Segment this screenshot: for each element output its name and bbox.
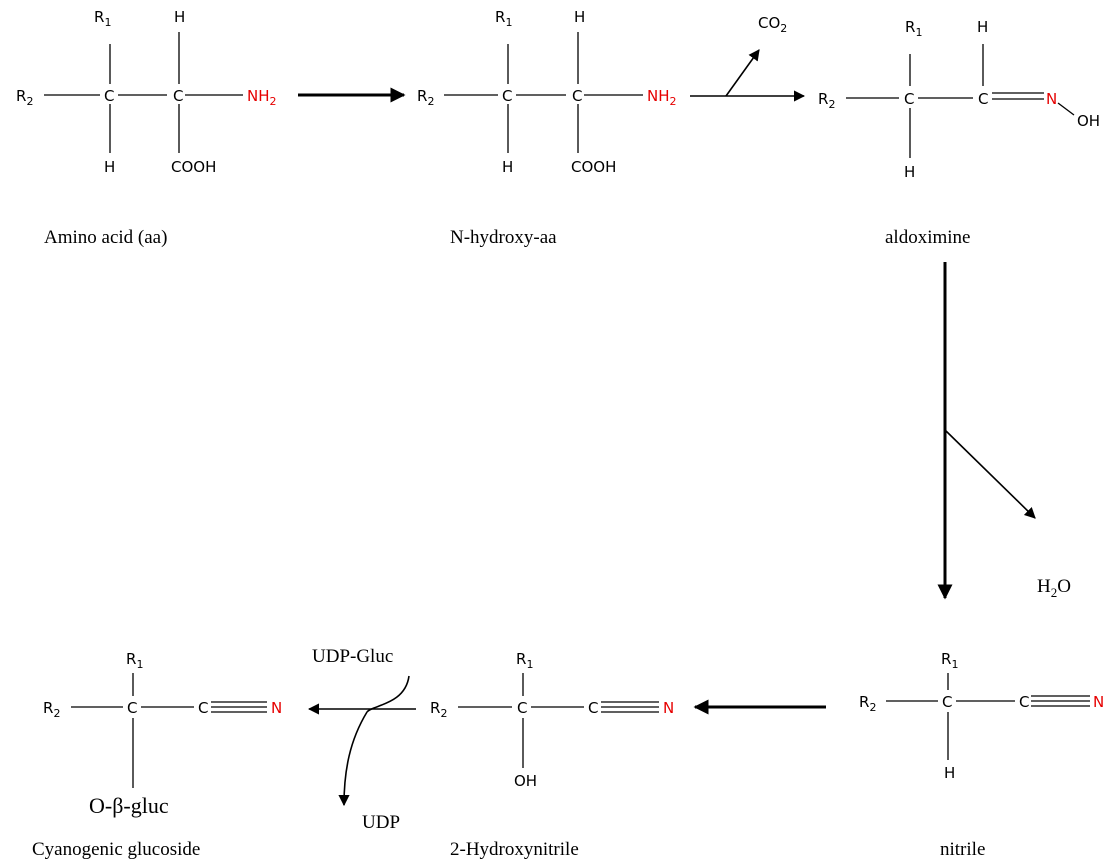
h-label: H (502, 158, 513, 176)
n-hydroxy-aa-structure: R1 H R2 C C NH2 H COOH (417, 8, 677, 176)
h-label: H (174, 8, 185, 26)
h-label: H (574, 8, 585, 26)
co2-label: CO2 (758, 14, 787, 35)
carbon-label: C (904, 90, 914, 108)
carboxyl-label: COOH (571, 158, 616, 176)
arrow-h2o-release (944, 429, 1036, 519)
r2-label: R2 (818, 90, 835, 111)
amine-label: NH2 (647, 87, 677, 108)
nitrogen-label: N (1046, 90, 1057, 108)
arrow-udp-release (338, 711, 368, 807)
h2o-label: H2O (1037, 576, 1071, 600)
nitrile-caption: nitrile (940, 839, 985, 860)
r1-label: R1 (941, 650, 958, 671)
cyanogenic-glucoside-structure: R1 R2 C C N O-β-gluc (43, 650, 282, 818)
r2-label: R2 (417, 87, 434, 108)
amino-acid-caption: Amino acid (aa) (44, 227, 167, 248)
r2-label: R2 (16, 87, 33, 108)
amine-label: NH2 (247, 87, 277, 108)
hydroxyl-label: OH (514, 772, 537, 790)
carbon-label: C (978, 90, 988, 108)
carbon-label: C (198, 699, 208, 717)
carbon-label: C (572, 87, 582, 105)
hydroxyl-label: OH (1077, 112, 1100, 130)
nitrile-structure: R1 R2 C C N H (859, 650, 1104, 782)
carbon-label: C (1019, 693, 1029, 711)
carbon-label: C (173, 87, 183, 105)
hydroxynitrile-caption: 2-Hydroxynitrile (450, 839, 579, 860)
nitrogen-label: N (1093, 693, 1104, 711)
nitrogen-label: N (271, 699, 282, 717)
glucoside-substituent-label: O-β-gluc (89, 793, 169, 818)
r1-label: R1 (126, 650, 143, 671)
carbon-label: C (588, 699, 598, 717)
r2-label: R2 (43, 699, 60, 720)
aldoximine-structure: R1 H R2 C C N OH H (818, 18, 1100, 181)
carbon-label: C (942, 693, 952, 711)
r2-label: R2 (859, 693, 876, 714)
h-label: H (944, 764, 955, 782)
n-hydroxy-aa-caption: N-hydroxy-aa (450, 227, 557, 248)
carbon-label: C (127, 699, 137, 717)
carbon-label: C (517, 699, 527, 717)
hydroxynitrile-structure: R1 R2 C C N OH (430, 650, 674, 790)
h-label: H (904, 163, 915, 181)
nitrogen-label: N (663, 699, 674, 717)
udp-label: UDP (362, 812, 400, 833)
carboxyl-label: COOH (171, 158, 216, 176)
amino-acid-structure: R1 H R2 C C NH2 H COOH (16, 8, 277, 176)
h-label: H (977, 18, 988, 36)
r1-label: R1 (905, 18, 922, 39)
arrow-co2-release (725, 49, 760, 97)
r2-label: R2 (430, 699, 447, 720)
udp-gluc-label: UDP-Gluc (312, 646, 393, 667)
h-label: H (104, 158, 115, 176)
udp-gluc-curve (366, 675, 410, 713)
cyanogenic-glucoside-caption: Cyanogenic glucoside (32, 839, 200, 860)
aldoximine-caption: aldoximine (885, 227, 970, 248)
carbon-label: C (502, 87, 512, 105)
r1-label: R1 (94, 8, 111, 29)
r1-label: R1 (516, 650, 533, 671)
r1-label: R1 (495, 8, 512, 29)
carbon-label: C (104, 87, 114, 105)
